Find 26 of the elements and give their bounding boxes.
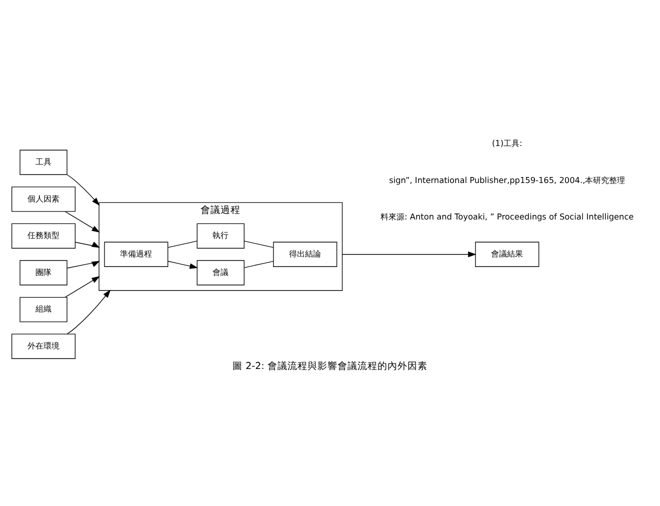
arrow bbox=[64, 276, 100, 298]
connector bbox=[244, 260, 274, 268]
node-box: 工具 bbox=[20, 150, 68, 175]
arrow bbox=[75, 242, 100, 248]
arrow bbox=[342, 252, 476, 258]
node-box: 準備過程 bbox=[104, 242, 168, 267]
node-box: 任務類型 bbox=[11, 223, 76, 249]
node-box: 會議結果 bbox=[475, 242, 540, 267]
connector bbox=[244, 240, 274, 248]
arrow bbox=[168, 260, 198, 269]
node-box: 執行 bbox=[196, 223, 244, 249]
node-box: 團隊 bbox=[20, 260, 68, 286]
label: 料來源: Anton and Toyoaki, ” Proceedings of Social Intelligence bbox=[380, 212, 634, 222]
arrow bbox=[66, 290, 111, 334]
node-box: 個人因素 bbox=[11, 186, 76, 212]
arrow bbox=[66, 174, 100, 206]
node-box: 組織 bbox=[20, 296, 68, 322]
label: (1)工具: bbox=[492, 138, 522, 148]
connector bbox=[168, 240, 198, 248]
diagram-title: 圖 2-2: 會議流程與影響會議流程的內外因素 bbox=[232, 360, 428, 372]
node-box: 外在環境 bbox=[11, 334, 76, 359]
node-box: 會議 bbox=[196, 260, 244, 286]
arrow bbox=[66, 260, 100, 268]
label: sign”, International Publisher,pp159-165, 2004.,本研究整理 bbox=[389, 174, 626, 185]
arrow bbox=[64, 211, 100, 233]
node-box: 得出結論 bbox=[273, 242, 338, 267]
